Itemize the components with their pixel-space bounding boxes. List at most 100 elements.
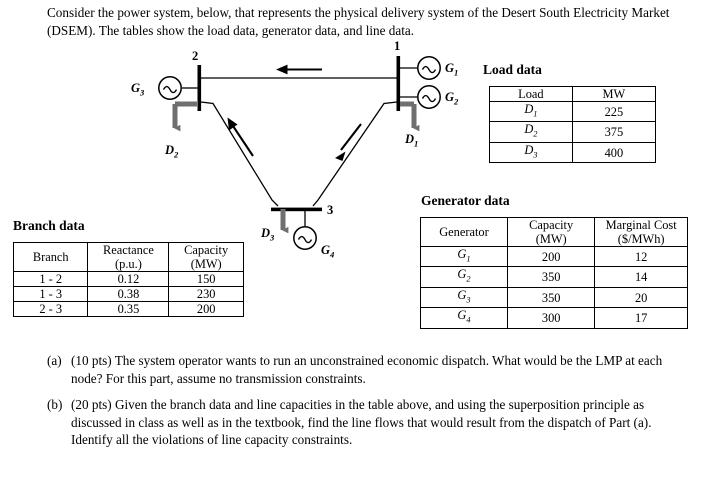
branch-data-cell-reactance: 0.38 — [87, 286, 170, 302]
question-a-marker: (a) — [47, 353, 62, 368]
table-row: 1 - 3 0.38 230 — [12, 286, 244, 302]
bus-1 — [396, 56, 401, 111]
generator-g2-label: G2 — [445, 90, 458, 107]
line-1-3 — [312, 101, 398, 207]
branch-data-cell-branch: 1 - 3 — [12, 286, 89, 302]
branch-capacity-line1: Capacity — [184, 243, 229, 257]
branch-data-cell-branch: 1 - 2 — [12, 271, 89, 287]
table-row: G4 300 17 — [420, 307, 688, 329]
question-b-text: (20 pts) Given the branch data and line … — [71, 397, 652, 448]
g1-letter: G — [445, 61, 455, 75]
generator-data-header-capacity: Capacity (MW) — [506, 217, 596, 247]
g1-subscript: 1 — [454, 67, 459, 78]
load-d3-label: D3 — [261, 226, 274, 243]
capacity-line2: (MW) — [535, 232, 567, 246]
branch-capacity-line2: (MW) — [190, 257, 222, 271]
load-d2-arrow — [172, 101, 197, 132]
g3-subscript: 3 — [140, 87, 145, 98]
generator-data-cell-gen: G1 — [420, 245, 508, 268]
generator-g1-symbol — [400, 56, 441, 80]
intro-paragraph: Consider the power system, below, that r… — [47, 5, 670, 38]
gen-subscript: 4 — [466, 315, 471, 325]
bus-3-label: 3 — [327, 203, 334, 217]
d3-letter: D — [261, 226, 271, 240]
generator-data-cell-cost: 12 — [594, 245, 688, 268]
gen-letter: G — [457, 247, 467, 261]
table-row: G3 350 20 — [420, 286, 688, 309]
gen-letter: G — [457, 287, 467, 302]
generator-data-cell-capacity: 350 — [506, 286, 596, 309]
generator-data-caption: Generator data — [421, 193, 510, 208]
line-1-2-flow-arrow — [276, 64, 322, 75]
bus-1-label: 1 — [394, 39, 401, 53]
load-subscript: 2 — [533, 129, 538, 139]
generator-g3-label: G3 — [131, 81, 144, 98]
line-2-3-flow-arrow — [227, 117, 254, 157]
load-d1-arrow — [400, 101, 420, 132]
table-row: G1 200 12 — [420, 245, 688, 268]
g2-letter: G — [445, 90, 455, 104]
table-row: 1 - 2 0.12 150 — [12, 271, 244, 287]
question-item-a: (a) (10 pts) The system operator wants t… — [47, 352, 687, 387]
gen-subscript: 3 — [466, 295, 471, 305]
load-data-cell-load: D1 — [489, 100, 573, 123]
branch-data-caption: Branch data — [13, 218, 85, 233]
generator-g3-symbol — [158, 76, 198, 100]
load-data-cell-load: D2 — [489, 121, 573, 143]
line-1-3-flow-arrow — [335, 123, 362, 161]
question-item-b: (b) (20 pts) Given the branch data and l… — [47, 396, 687, 449]
d1-subscript: 1 — [414, 138, 419, 149]
load-data-table: Load MW D1 225 D2 375 D3 400 — [489, 86, 657, 164]
generator-data-cell-gen: G2 — [420, 266, 508, 288]
g2-subscript: 2 — [454, 96, 459, 107]
gen-subscript: 1 — [466, 254, 471, 264]
question-list: (a) (10 pts) The system operator wants t… — [47, 352, 687, 458]
generator-g4-symbol — [293, 209, 317, 250]
capacity-line1: Capacity — [529, 218, 574, 232]
generator-g4-label: G4 — [321, 243, 334, 260]
table-row: D1 225 — [489, 100, 657, 123]
branch-data-cell-capacity: 200 — [168, 301, 244, 317]
generator-g1-label: G1 — [445, 61, 458, 78]
table-row: D2 375 — [489, 121, 657, 143]
branch-data-header-reactance: Reactance (p.u.) — [87, 242, 170, 272]
branch-data-cell-capacity: 230 — [168, 286, 244, 302]
d1-letter: D — [405, 132, 415, 146]
load-letter: D — [524, 102, 534, 116]
generator-data-header-generator: Generator — [420, 217, 508, 247]
load-data-header-load: Load — [489, 86, 573, 102]
marginal-cost-line1: Marginal Cost — [605, 218, 677, 232]
table-row: 2 - 3 0.35 200 — [12, 301, 244, 317]
load-letter: D — [524, 142, 534, 157]
generator-data-cell-capacity: 200 — [506, 245, 596, 268]
load-subscript: 1 — [533, 109, 538, 119]
load-d1-label: D1 — [405, 132, 418, 149]
generator-data-cell-gen: G3 — [420, 286, 508, 309]
load-data-header-row: Load MW — [489, 86, 657, 102]
branch-data-cell-branch: 2 - 3 — [12, 301, 89, 317]
line-2-3 — [200, 101, 279, 207]
load-data-header-mw: MW — [571, 86, 657, 102]
load-data-cell-mw: 400 — [571, 141, 657, 164]
branch-data-cell-capacity: 150 — [168, 271, 244, 287]
load-data-cell-mw: 375 — [571, 121, 657, 143]
generator-data-header-marginal-cost: Marginal Cost ($/MWh) — [594, 217, 688, 247]
load-d2-label: D2 — [165, 143, 178, 160]
d2-letter: D — [165, 143, 175, 157]
generator-data-header-row: Generator Capacity (MW) Marginal Cost ($… — [420, 217, 688, 247]
gen-letter: G — [457, 267, 467, 282]
generator-data-cell-cost: 20 — [594, 286, 688, 309]
gen-letter: G — [457, 308, 467, 323]
d2-subscript: 2 — [174, 149, 179, 160]
gen-subscript: 2 — [466, 274, 471, 284]
question-a-text: (10 pts) The system operator wants to ru… — [71, 353, 663, 386]
load-data-cell-load: D3 — [489, 141, 573, 164]
d3-subscript: 3 — [270, 232, 275, 243]
branch-data-header-capacity: Capacity (MW) — [168, 242, 244, 272]
bus-2 — [197, 65, 202, 111]
g4-subscript: 4 — [330, 249, 335, 260]
bus-2-label: 2 — [192, 49, 199, 63]
load-data-cell-mw: 225 — [571, 100, 657, 123]
generator-data-cell-cost: 14 — [594, 266, 688, 288]
generator-data-cell-capacity: 350 — [506, 266, 596, 288]
